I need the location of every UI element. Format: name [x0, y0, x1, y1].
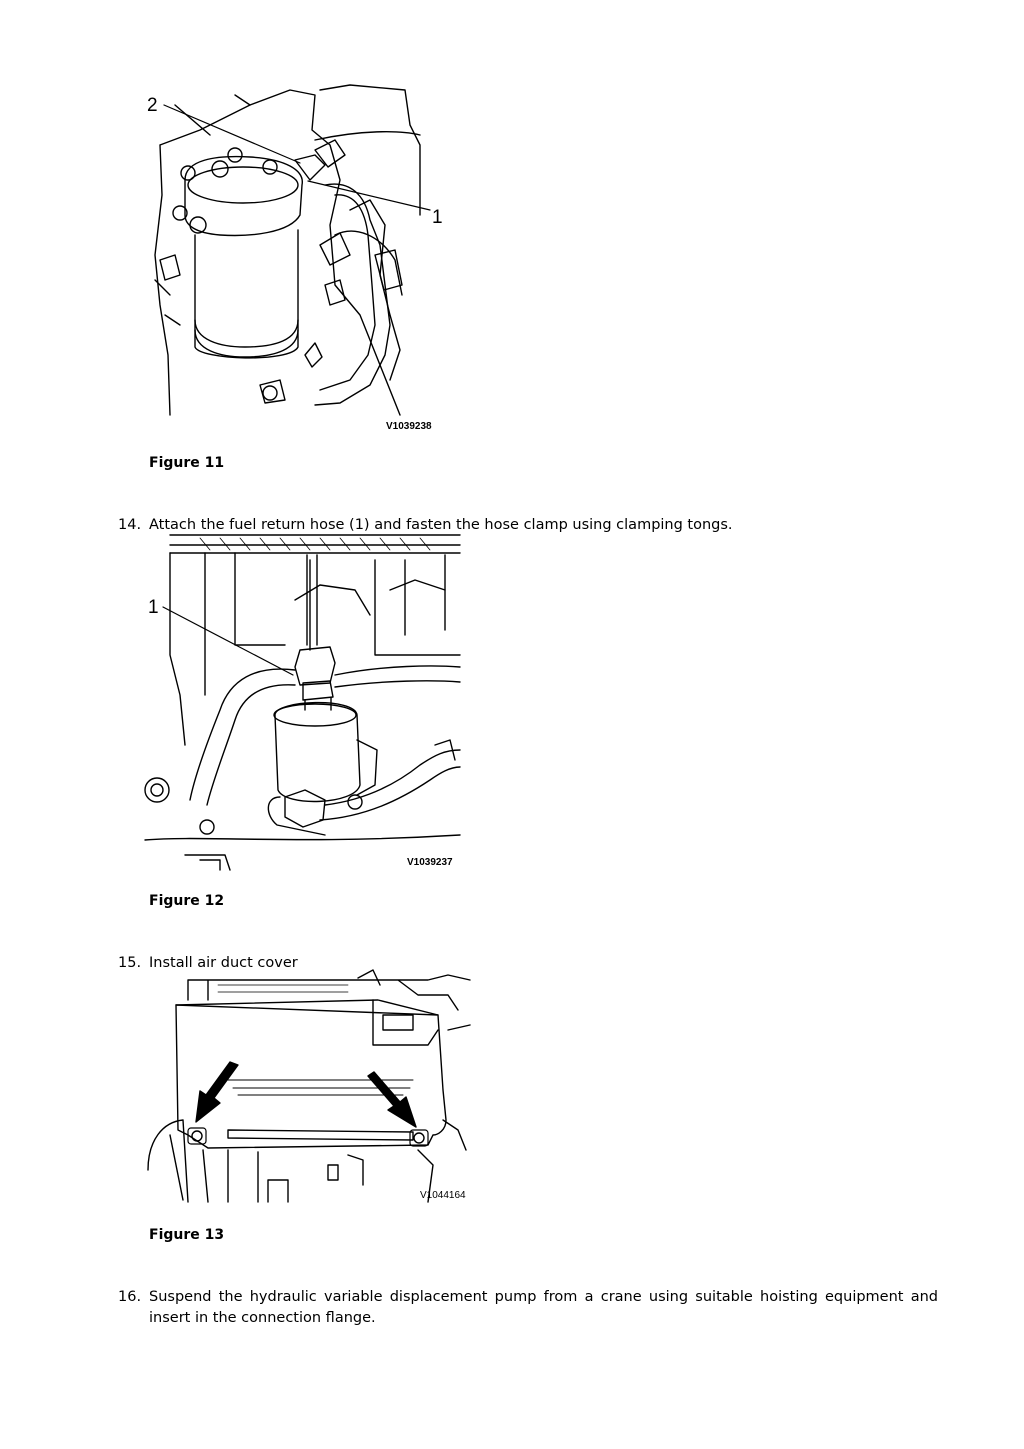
callout-1: 1 [432, 207, 443, 228]
step-number: 16. [118, 1289, 142, 1305]
figure-13-illustration: V1044164 [147, 969, 471, 1203]
figure-13-caption: Figure 13 [149, 1227, 225, 1243]
callout-2: 2 [147, 95, 158, 116]
figure-code: V1039238 [386, 421, 432, 432]
step-text: Install air duct cover [149, 955, 298, 971]
figure-code: V1039237 [407, 857, 453, 868]
callout-1: 1 [148, 597, 159, 618]
figure-11-caption: Figure 11 [149, 455, 225, 471]
step-number: 15. [118, 955, 142, 971]
step-15: 15. Install air duct cover [118, 953, 938, 974]
figure-code: V1044164 [420, 1190, 466, 1201]
step-number: 14. [118, 517, 142, 533]
step-16: 16. Suspend the hydraulic variable displ… [118, 1287, 938, 1329]
figure-12-caption: Figure 12 [149, 893, 225, 909]
figure-11-illustration: 2 1 V1039238 [140, 84, 443, 435]
figure-12-illustration: 1 V1039237 [144, 534, 461, 871]
step-text: Attach the fuel return hose (1) and fast… [149, 517, 733, 533]
step-text: Suspend the hydraulic variable displacem… [149, 1289, 938, 1326]
step-14: 14. Attach the fuel return hose (1) and … [118, 515, 938, 536]
